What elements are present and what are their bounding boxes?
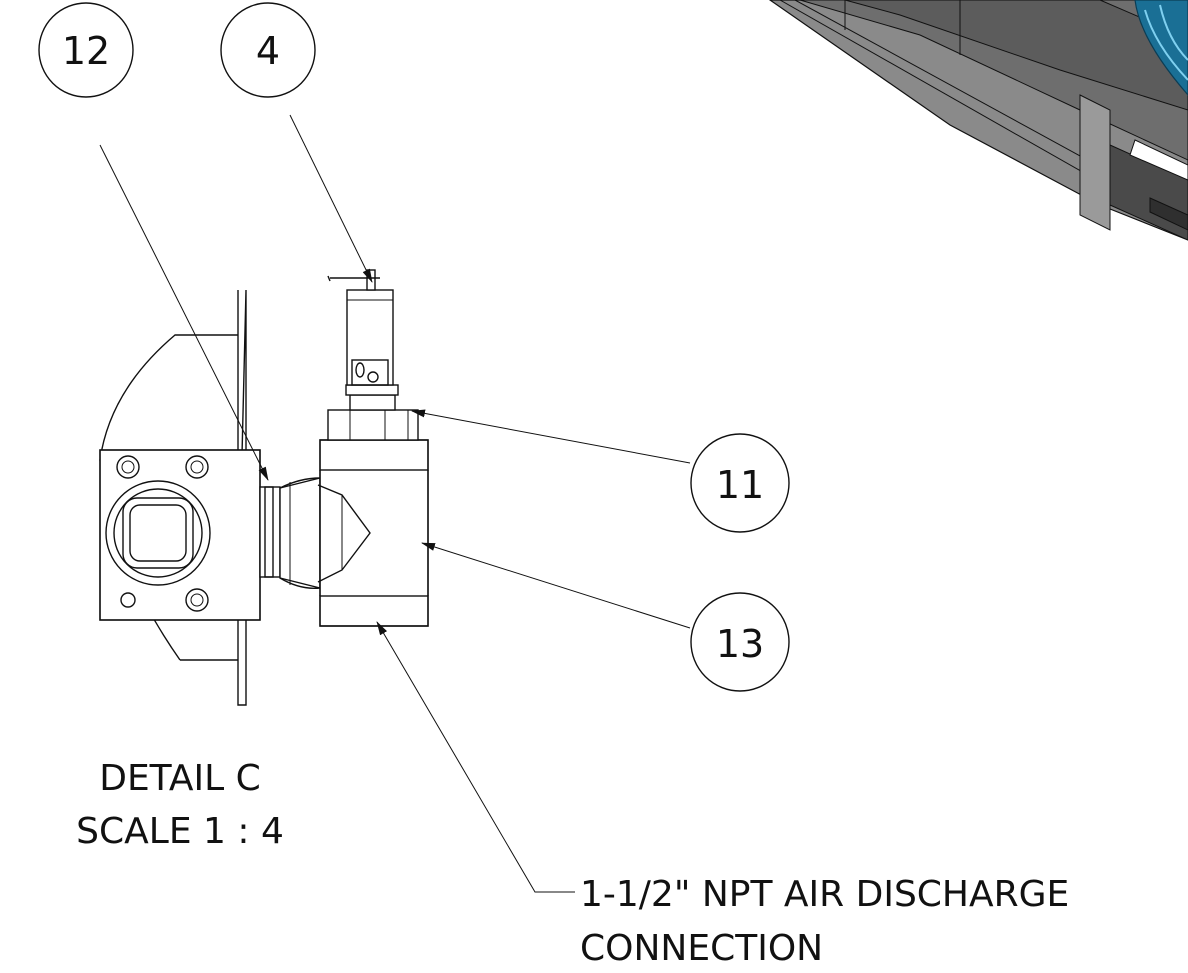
note-line-2: CONNECTION — [580, 928, 823, 969]
pressure-switch — [327, 269, 394, 386]
balloon-4: 4 — [220, 2, 316, 98]
balloon-11-label: 11 — [716, 463, 764, 507]
balloon-4-label: 4 — [256, 29, 280, 73]
detail-scale: SCALE 1 : 4 — [76, 811, 284, 852]
pipe-nipple — [259, 486, 281, 578]
tee-fitting — [279, 439, 429, 627]
note-line-1: 1-1/2" NPT AIR DISCHARGE — [580, 874, 1069, 915]
balloon-11: 11 — [690, 433, 790, 533]
hex-bushing — [327, 384, 419, 441]
valve-body — [99, 449, 261, 621]
balloon-12-label: 12 — [62, 29, 110, 73]
balloon-13: 13 — [690, 592, 790, 692]
machine-frame-fragment — [768, 0, 1188, 241]
detail-title: DETAIL C — [99, 758, 261, 799]
balloon-12: 12 — [38, 2, 134, 98]
balloon-13-label: 13 — [716, 622, 764, 666]
